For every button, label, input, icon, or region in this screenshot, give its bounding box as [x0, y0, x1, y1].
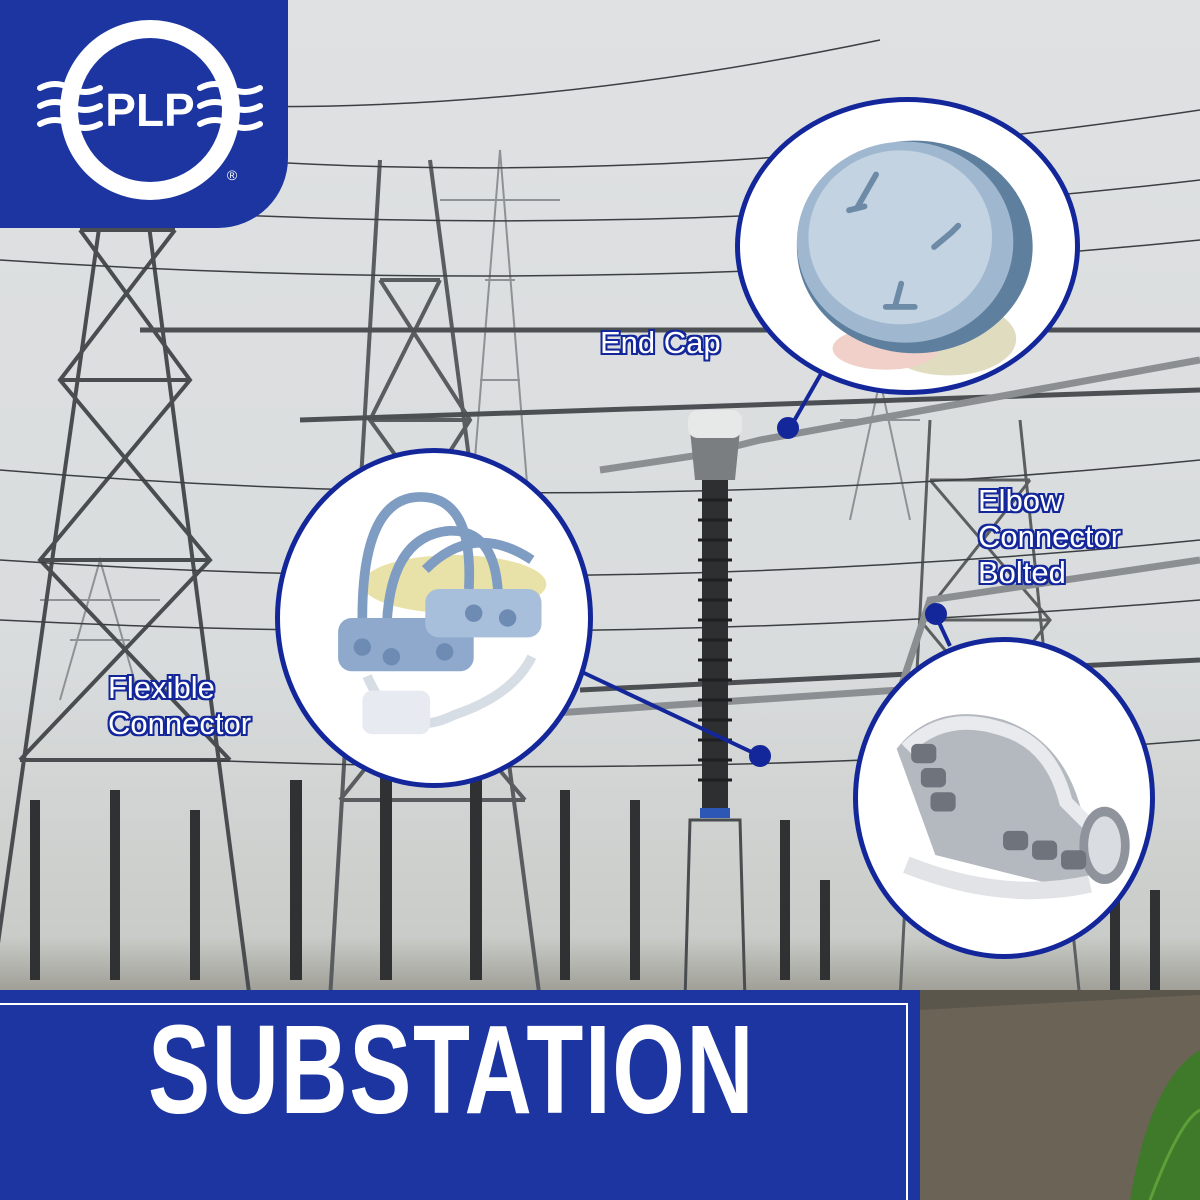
flexible-connector-label: Flexible Connector [108, 670, 252, 741]
flexible-connector-icon [338, 492, 547, 735]
elbow-connector-label: Elbow Connector Bolted [978, 483, 1122, 590]
end-cap-label: End Cap [600, 325, 721, 360]
end-cap-icon [796, 140, 1033, 376]
elbow-connector-icon [896, 714, 1130, 900]
logo-panel: PLP ® [0, 0, 288, 228]
logo-text: PLP [105, 84, 194, 136]
registered-mark: ® [227, 167, 238, 183]
flexible-connector-callout [275, 448, 593, 788]
title-banner-inner [0, 1003, 908, 1200]
elbow-connector-callout [853, 637, 1155, 959]
banner-title: SUBSTATION [148, 999, 756, 1140]
plp-logo: PLP ® [37, 20, 263, 200]
end-cap-callout [735, 97, 1080, 395]
